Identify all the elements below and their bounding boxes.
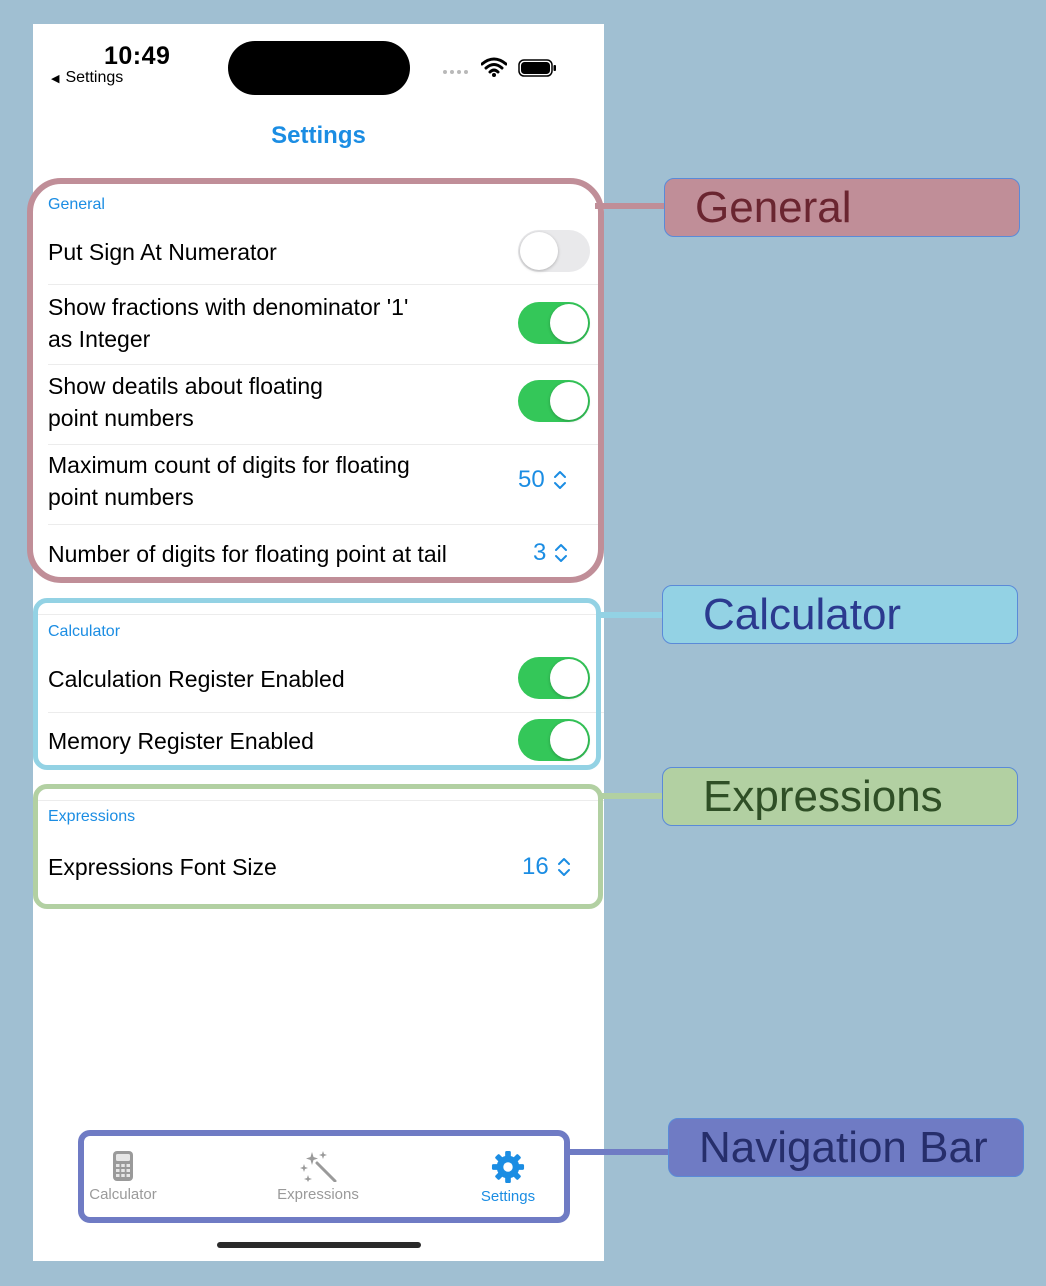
back-label: Settings (65, 69, 124, 86)
section-header-expressions: Expressions (48, 808, 136, 825)
calc-register-label: Calculation Register Enabled (48, 666, 345, 692)
section-header-calculator: Calculator (48, 623, 121, 640)
divider (33, 800, 604, 801)
divider (48, 524, 604, 525)
max-digits-label: Maximum count of digits for floating poi… (48, 452, 410, 510)
expressions-font-size-stepper[interactable]: 16 (522, 853, 571, 881)
battery-icon (518, 59, 556, 77)
expressions-font-size-value: 16 (522, 853, 549, 880)
max-digits-stepper[interactable]: 50 (518, 466, 567, 494)
show-fractions-toggle[interactable] (518, 302, 590, 344)
memory-register-toggle[interactable] (518, 719, 590, 761)
expressions-font-size-label: Expressions Font Size (48, 854, 277, 880)
tab-expressions[interactable]: Expressions (258, 1150, 378, 1203)
navigation-bar-callout: Navigation Bar (668, 1118, 1024, 1177)
divider (48, 284, 604, 285)
home-indicator (217, 1242, 421, 1248)
calc-register-toggle[interactable] (518, 657, 590, 699)
general-connector (595, 203, 667, 209)
navigation-bar-outline (78, 1130, 570, 1223)
chevron-up-down-icon (557, 858, 570, 876)
chevron-up-down-icon (555, 544, 568, 562)
put-sign-toggle[interactable] (518, 230, 590, 272)
calculator-callout: Calculator (662, 585, 1018, 644)
expressions-connector (601, 793, 665, 799)
max-digits-value: 50 (518, 466, 545, 493)
navigation-bar-connector (566, 1149, 670, 1155)
cellular-signal-icon (443, 70, 468, 74)
tab-calculator[interactable]: Calculator (63, 1150, 183, 1203)
general-section-outline (27, 178, 604, 583)
wifi-icon (481, 57, 507, 77)
show-details-toggle[interactable] (518, 380, 590, 422)
divider (48, 444, 604, 445)
show-fractions-label: Show fractions with denominator '1' as I… (48, 294, 409, 352)
section-header-general: General (48, 196, 105, 213)
magic-wand-icon (300, 1151, 337, 1182)
dynamic-island (228, 41, 410, 95)
status-time: 10:49 (104, 42, 171, 70)
expressions-callout: Expressions (662, 767, 1018, 826)
general-callout: General (664, 178, 1020, 237)
expressions-section-outline (33, 784, 603, 909)
calculator-section-outline (33, 598, 601, 770)
gear-icon (491, 1150, 525, 1184)
memory-register-label: Memory Register Enabled (48, 728, 314, 754)
tab-settings-label: Settings (480, 1188, 536, 1205)
put-sign-label: Put Sign At Numerator (48, 239, 277, 265)
divider (48, 712, 604, 713)
phone-screen: 10:49 ◀ Settings Settings General Put Si… (33, 24, 604, 1261)
calculator-icon (113, 1151, 133, 1181)
tab-settings[interactable]: Settings (448, 1150, 568, 1205)
back-arrow-icon: ◀ (51, 72, 60, 85)
page-title: Settings (271, 122, 366, 149)
tail-digits-label: Number of digits for floating point at t… (48, 541, 447, 567)
tail-digits-value: 3 (533, 539, 547, 566)
tail-digits-stepper[interactable]: 3 (533, 539, 568, 567)
tab-calculator-label: Calculator (89, 1186, 157, 1203)
calculator-connector (599, 612, 665, 618)
tab-expressions-label: Expressions (277, 1186, 359, 1203)
divider (33, 614, 604, 615)
chevron-up-down-icon (553, 471, 566, 489)
divider (48, 364, 604, 365)
tab-bar: Calculator Expressions (88, 1150, 558, 1210)
back-to-settings-link[interactable]: ◀ Settings (51, 69, 123, 87)
show-details-label: Show deatils about floating point number… (48, 373, 323, 431)
